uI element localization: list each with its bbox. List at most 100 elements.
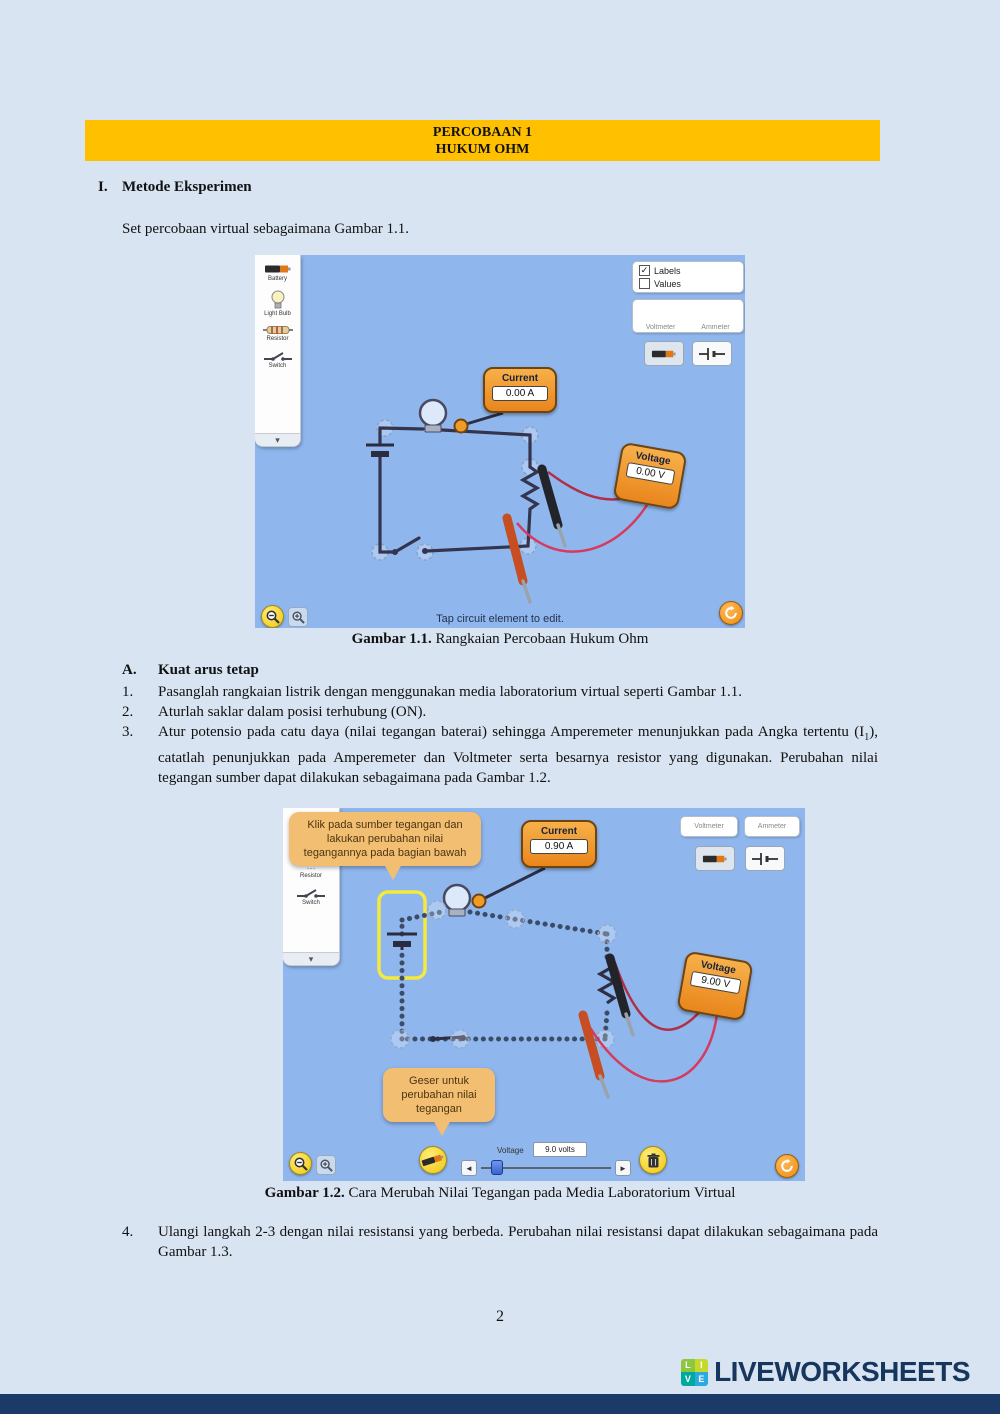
ammeter-value: 0.90 A xyxy=(530,839,588,854)
battery-symbol-button[interactable] xyxy=(692,341,732,366)
logo-tile: E xyxy=(694,1372,709,1386)
battery-icon xyxy=(702,855,727,862)
labels-checkbox-row[interactable]: ✓ Labels xyxy=(633,264,743,277)
ammeter[interactable]: Current 0.90 A xyxy=(521,820,597,868)
closed-switch xyxy=(430,1035,466,1042)
logo-tile: I xyxy=(694,1358,709,1372)
slider-voltage-value: 9.0 volts xyxy=(533,1142,587,1157)
ammeter-clamp xyxy=(453,411,504,434)
figure-1-2-caption: Gambar 1.2. Cara Merubah Nilai Tegangan … xyxy=(0,1185,1000,1202)
zoom-in-icon xyxy=(291,610,305,624)
ammeter[interactable]: Current 0.00 A xyxy=(483,367,557,413)
switch-contact xyxy=(422,548,428,554)
footer-bar xyxy=(0,1394,1000,1414)
slider-voltage-label: Voltage xyxy=(497,1146,524,1155)
header-banner: PERCOBAAN 1 HUKUM OHM xyxy=(85,120,880,161)
switch-icon xyxy=(297,889,325,898)
figure-1-2-simulator: ··· Resistor Switch ▾ Klik pada sumber t… xyxy=(283,808,805,1181)
toolbar-item-resistor[interactable]: Resistor xyxy=(262,325,293,342)
battery-icon xyxy=(421,1154,444,1167)
caption-label: Gambar 1.1. xyxy=(351,631,432,647)
checkbox-unchecked-icon[interactable] xyxy=(639,278,650,289)
battery-symbol-button[interactable] xyxy=(745,846,785,871)
voltmeter-tab-label: Voltmeter xyxy=(694,823,724,830)
ammeter-tab[interactable]: Ammeter xyxy=(744,816,800,837)
red-lead-wire xyxy=(584,1013,719,1083)
brand-text: LIVEWORKSHEETS xyxy=(714,1356,970,1387)
chevron-down-icon[interactable]: ▾ xyxy=(255,433,300,446)
toolbar-item-label[interactable]: Resistor xyxy=(299,873,322,879)
voltmeter[interactable]: Voltage 0.00 V xyxy=(612,441,688,511)
zoom-in-icon xyxy=(319,1158,333,1172)
black-lead-wire xyxy=(613,962,704,1031)
circuit-diagram-2 xyxy=(377,866,719,1169)
light-bulb xyxy=(442,883,472,917)
zoom-in-button[interactable] xyxy=(288,607,308,627)
zoom-in-button[interactable] xyxy=(316,1155,336,1175)
red-lead-wire xyxy=(516,504,649,553)
subsection-letter: A. xyxy=(122,662,137,678)
red-probe xyxy=(578,1010,610,1099)
caption-text: Rangkaian Percobaan Hukum Ohm xyxy=(435,631,649,647)
step-3-text: Atur potensio pada catu daya (nilai tega… xyxy=(158,722,878,788)
ammeter-label: Current xyxy=(540,826,578,837)
section-numeral: I. xyxy=(98,179,108,195)
toolbar-item-switch[interactable]: Switch xyxy=(296,887,326,906)
figure-1-1-caption: Gambar 1.1. Rangkaian Percobaan Hukum Oh… xyxy=(0,631,1000,648)
caption-text: Cara Merubah Nilai Tegangan pada Media L… xyxy=(348,1185,736,1201)
battery-voltage-button[interactable] xyxy=(695,846,735,871)
banner-line-2: HUKUM OHM xyxy=(435,142,530,157)
step-3-text-part-b: ), catatlah penunjukkan pada Amperemeter… xyxy=(158,724,878,786)
step-3-text-part-a: Atur potensio pada catu daya (nilai tega… xyxy=(158,724,865,740)
toolbar-item-light-bulb[interactable]: Light Bulb xyxy=(264,290,291,317)
circuit-wires-beaded xyxy=(399,908,610,1042)
page-number: 2 xyxy=(496,1308,504,1325)
toolbar-item-switch[interactable]: Switch xyxy=(263,350,293,369)
reset-icon xyxy=(781,1159,793,1172)
voltage-slider-handle[interactable] xyxy=(491,1160,503,1175)
step-1-number: 1. xyxy=(122,684,134,700)
light-bulb-icon xyxy=(271,290,284,309)
sensor-panel: Voltmeter Ammeter xyxy=(632,299,744,333)
subsection-title: Kuat arus tetap xyxy=(158,662,259,678)
ammeter-value: 0.00 A xyxy=(492,386,548,401)
ammeter-clamp xyxy=(471,866,546,909)
step-1-text: Pasanglah rangkaian listrik dengan mengg… xyxy=(158,684,742,700)
resistor-icon xyxy=(262,326,293,334)
light-bulb xyxy=(418,398,448,433)
battery-voltage-button[interactable] xyxy=(644,341,684,366)
toolbar-item-label: Light Bulb xyxy=(264,311,291,317)
component-toolbar: Battery Light Bulb Resistor Switch ▾ xyxy=(255,255,301,447)
ammeter-tab[interactable]: Ammeter xyxy=(701,324,730,331)
slider-increment-button[interactable]: ► xyxy=(615,1160,631,1176)
zoom-out-icon xyxy=(294,1157,308,1171)
liveworksheets-brand[interactable]: L I V E LIVEWORKSHEETS xyxy=(681,1356,970,1388)
edit-battery-button[interactable] xyxy=(419,1146,447,1174)
status-text: Tap circuit element to edit. xyxy=(436,613,564,625)
checkbox-checked-icon[interactable]: ✓ xyxy=(639,265,650,276)
voltmeter[interactable]: Voltage 9.00 V xyxy=(676,950,754,1022)
battery-symbol-icon xyxy=(699,347,725,360)
toolbar-item-label: Switch xyxy=(302,900,320,906)
chevron-down-icon[interactable]: ▾ xyxy=(283,952,339,965)
red-probe xyxy=(502,513,532,604)
callout-bottom-text: Geser untuk perubahan nilai tegangan xyxy=(401,1075,477,1115)
ammeter-tab-label: Ammeter xyxy=(757,823,787,830)
values-checkbox-row[interactable]: Values xyxy=(633,277,743,290)
toolbar-item-label: Battery xyxy=(267,276,287,282)
reset-button[interactable] xyxy=(775,1154,799,1178)
reset-button[interactable] xyxy=(719,601,743,625)
logo-tile: V xyxy=(681,1372,695,1386)
values-label: Values xyxy=(654,278,681,289)
delete-button[interactable] xyxy=(639,1146,667,1174)
slider-decrement-button[interactable]: ◄ xyxy=(461,1160,477,1176)
zoom-out-button[interactable] xyxy=(261,605,284,628)
voltmeter-tab[interactable]: Voltmeter xyxy=(645,324,676,331)
reset-icon xyxy=(725,606,737,619)
zoom-out-button[interactable] xyxy=(289,1152,312,1175)
voltmeter-tab[interactable]: Voltmeter xyxy=(680,816,738,837)
toolbar-item-battery[interactable]: Battery xyxy=(264,263,292,282)
switch-icon xyxy=(263,352,292,361)
black-probe xyxy=(537,464,567,548)
